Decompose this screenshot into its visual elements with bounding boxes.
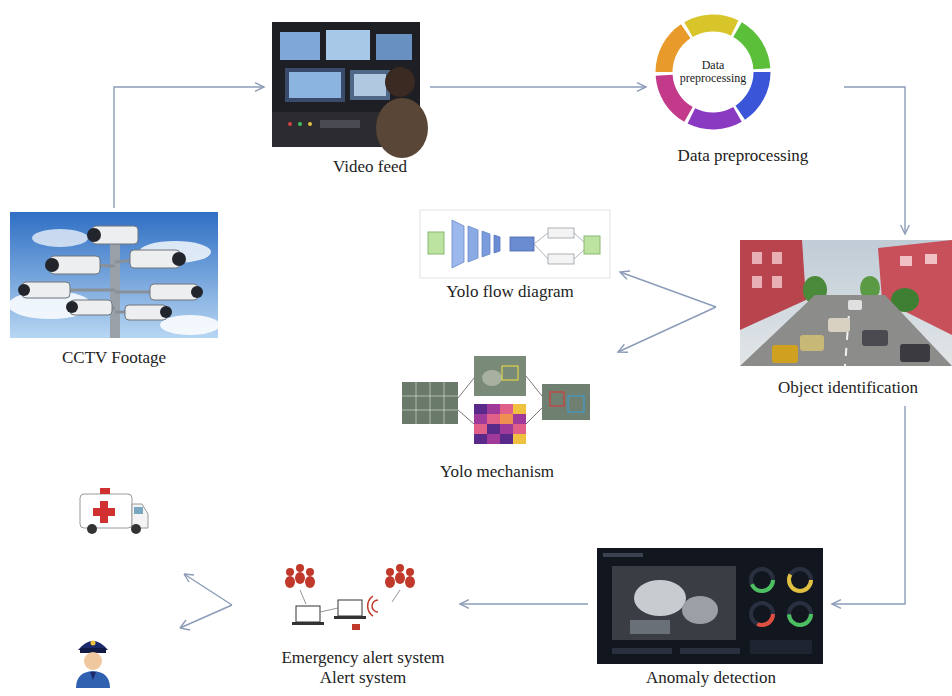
arrow-head: [620, 271, 630, 279]
caption: Anomaly detection: [646, 668, 776, 688]
police-icon: [76, 641, 110, 689]
caption: Alert system: [320, 668, 406, 688]
cctv-photo: [8, 212, 220, 338]
connector-line: [430, 86, 646, 87]
picture-node: Anomaly detection: [594, 545, 826, 693]
caption: Video feed: [333, 157, 407, 177]
connector-line: [620, 272, 716, 307]
video-feed-photo: [272, 22, 428, 158]
connector-line: [114, 87, 264, 208]
alert-system-figure: [268, 560, 420, 640]
picture-node: Video feed: [268, 20, 426, 180]
connector-line: [618, 307, 716, 352]
arrow-head: [460, 600, 469, 609]
picture-node: Object identification: [738, 238, 952, 400]
connector-line: [832, 406, 905, 604]
ambulance-icon: [80, 488, 148, 534]
arrow-head: [901, 225, 910, 234]
flow-arrow: [618, 307, 716, 352]
picture-node: CCTV Footage: [8, 210, 220, 370]
picture-node: Yolo flow diagram: [418, 206, 614, 304]
flow-arrow: [114, 83, 264, 208]
flow-arrow: [844, 87, 909, 234]
picture-node: Emergency alert systemAlert system: [268, 556, 458, 691]
connector-line: [460, 603, 588, 604]
arrow-head: [637, 83, 646, 92]
picture-node: Data preprocessingData preprocessing: [650, 6, 840, 168]
connector-line: [844, 87, 905, 234]
flow-arrow: [460, 600, 588, 609]
preprocessing-cycle: [646, 5, 780, 139]
yolo-mechanism-figure: [398, 352, 592, 450]
flow-arrow: [620, 271, 716, 307]
caption: Object identification: [778, 378, 918, 398]
yolo-flow-figure: [420, 210, 610, 278]
arrow-head: [832, 600, 841, 609]
flow-arrow: [430, 83, 646, 92]
caption: Emergency alert system: [281, 648, 444, 668]
flow-arrow: [832, 406, 905, 608]
arrow-head: [255, 83, 264, 92]
anomaly-dashboard: [597, 548, 823, 664]
responder-arrows: [180, 574, 232, 630]
caption: CCTV Footage: [62, 348, 166, 368]
caption: Yolo flow diagram: [446, 282, 574, 302]
caption: Yolo mechanism: [440, 462, 554, 482]
arrow-head: [618, 344, 628, 352]
picture-node: Yolo mechanism: [396, 350, 596, 484]
street-photo: [740, 240, 952, 366]
inner-label: Data preprocessing: [674, 59, 752, 84]
caption: Data preprocessing: [678, 146, 809, 166]
